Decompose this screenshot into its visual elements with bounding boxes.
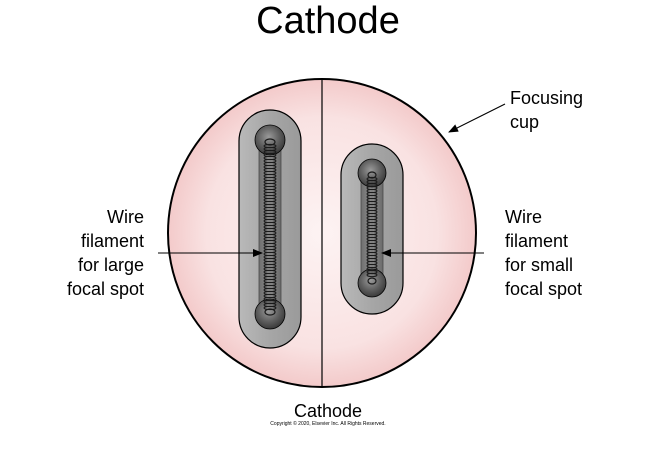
small-filament-label-line-2: filament bbox=[505, 231, 569, 251]
large-filament-slot bbox=[238, 109, 302, 349]
small-filament-slot bbox=[340, 143, 404, 315]
small-filament-label-line-3: for small bbox=[505, 255, 574, 275]
small-filament-label-line-4: focal spot bbox=[505, 279, 583, 299]
copyright-notice: Copyright © 2020, Elsevier Inc. All Righ… bbox=[270, 421, 386, 427]
focusing-cup-label-line-2: cup bbox=[510, 112, 540, 132]
small-filament-label: Wire filament for small focal spot bbox=[505, 205, 645, 301]
large-filament-coil bbox=[263, 138, 277, 316]
large-filament-label-line-2: filament bbox=[80, 231, 144, 251]
focusing-cup-label: Focusing cup bbox=[510, 86, 650, 134]
large-filament-label-line-3: for large bbox=[77, 255, 144, 275]
large-filament-label-line-1: Wire bbox=[107, 207, 144, 227]
page-title: Cathode bbox=[256, 0, 400, 42]
small-filament-coil bbox=[366, 171, 378, 285]
figure-caption: Cathode bbox=[293, 401, 363, 421]
large-filament-label-line-4: focal spot bbox=[66, 279, 144, 299]
small-filament-label-line-1: Wire bbox=[505, 207, 542, 227]
focusing-cup-label-line-1: Focusing bbox=[510, 88, 584, 108]
focusing-cup-arrow bbox=[448, 103, 506, 133]
large-filament-label: Wire filament for large focal spot bbox=[0, 205, 144, 301]
